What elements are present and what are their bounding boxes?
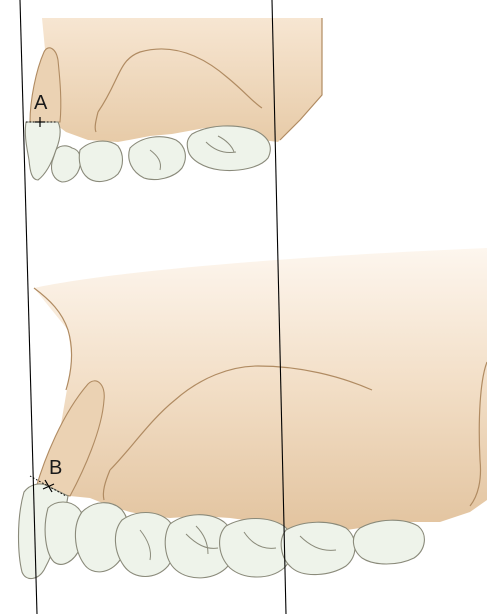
upper-jaw-top [25, 18, 322, 182]
premolar-1-top [79, 141, 122, 181]
molar-4-bottom [353, 520, 424, 564]
canine-tooth-top [51, 146, 80, 182]
molar-1-top [187, 126, 270, 171]
upper-jaw-bottom [19, 248, 487, 579]
label-b: B [49, 457, 62, 479]
label-a: A [34, 92, 48, 114]
premolar-2-top [129, 137, 186, 180]
upper-gum-top [42, 18, 322, 142]
